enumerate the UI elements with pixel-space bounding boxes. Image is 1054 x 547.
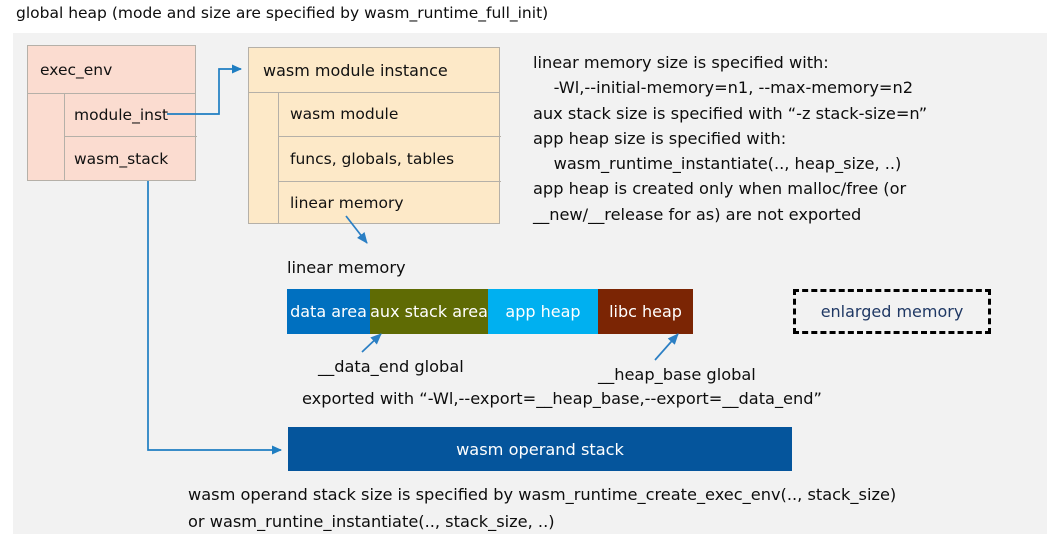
diagram-title: global heap (mode and size are specified… (16, 4, 549, 22)
exec-env-box: exec_env module_inst wasm_stack (27, 45, 197, 181)
operand-stack-note: wasm operand stack size is specified by … (188, 485, 897, 531)
exec-env-header: exec_env (28, 46, 195, 94)
exec-env-field-module-inst: module_inst (64, 93, 197, 137)
module-instance-row-wasm-module: wasm module (278, 92, 501, 137)
module-instance-row-linear-memory: linear memory (278, 182, 501, 224)
annotation-data-end-global: __data_end global (318, 357, 464, 376)
memory-segment-data-area: data area (287, 289, 370, 334)
wasm-module-instance-header-label: wasm module instance (263, 60, 448, 80)
module-instance-row-funcs-globals-tables-label: funcs, globals, tables (290, 150, 455, 168)
exec-env-header-label: exec_env (40, 60, 113, 79)
annotation-exported-with: exported with “-Wl,--export=__heap_base,… (302, 389, 822, 408)
linear-memory-label: linear memory (287, 258, 406, 277)
wasm-module-instance-header: wasm module instance (249, 48, 499, 93)
exec-env-field-wasm-stack: wasm_stack (64, 137, 197, 181)
module-instance-row-funcs-globals-tables: funcs, globals, tables (278, 137, 501, 182)
wasm-module-instance-box: wasm module instance wasm module funcs, … (248, 47, 501, 224)
memory-segment-app-heap: app heap (488, 289, 598, 334)
wasm-operand-stack-box: wasm operand stack (288, 427, 792, 471)
annotation-heap-base-global: __heap_base global (598, 365, 756, 384)
exec-env-field-wasm-stack-label: wasm_stack (74, 150, 169, 168)
memory-segment-enlarged-memory: enlarged memory (793, 289, 991, 334)
module-instance-row-wasm-module-label: wasm module (290, 105, 399, 123)
memory-segment-libc-heap: libc heap (598, 289, 693, 334)
exec-env-field-module-inst-label: module_inst (74, 105, 169, 124)
module-instance-row-linear-memory-label: linear memory (290, 194, 404, 212)
memory-config-notes: linear memory size is specified with: -W… (533, 53, 928, 224)
memory-segment-aux-stack-area: aux stack area (370, 289, 488, 334)
